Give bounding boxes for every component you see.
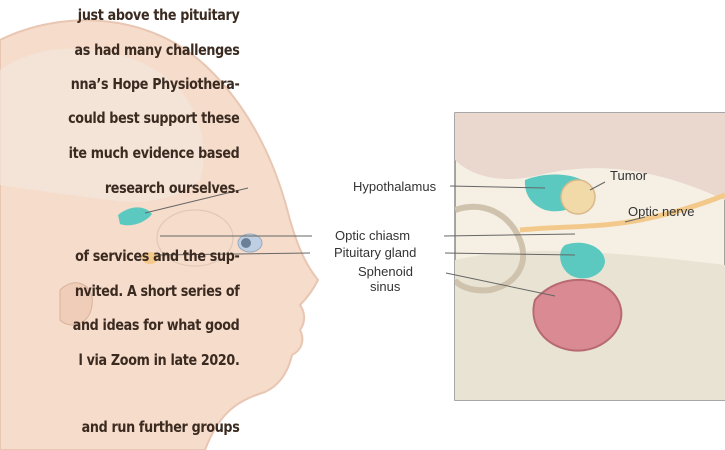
text-line-9: and ideas for what good [0, 315, 239, 337]
inset-tumor [561, 180, 595, 214]
text-line-7: of services and the sup- [0, 246, 239, 268]
text-line-11: and run further groups [0, 417, 239, 439]
label-optic-nerve: Optic nerve [628, 204, 694, 219]
label-sinus: sinus [370, 279, 400, 294]
text-line-1: just above the pituitary [0, 5, 239, 27]
label-tumor: Tumor [610, 168, 647, 183]
inset-sinus [533, 280, 621, 351]
text-line-8: nvited. A short series of [0, 281, 239, 303]
label-hypothalamus: Hypothalamus [353, 179, 436, 194]
text-line-2: as had many challenges [0, 40, 239, 62]
text-line-6: research ourselves. [0, 178, 239, 200]
text-line-10: l via Zoom in late 2020. [0, 350, 239, 372]
text-line-4: could best support these [0, 108, 239, 130]
text-line-3: nna’s Hope Physiothera- [0, 74, 239, 96]
label-sphenoid: Sphenoid [358, 264, 413, 279]
label-optic-chiasm: Optic chiasm [335, 228, 410, 243]
label-pituitary-gland: Pituitary gland [334, 245, 416, 260]
text-line-5: ite much evidence based [0, 143, 239, 165]
